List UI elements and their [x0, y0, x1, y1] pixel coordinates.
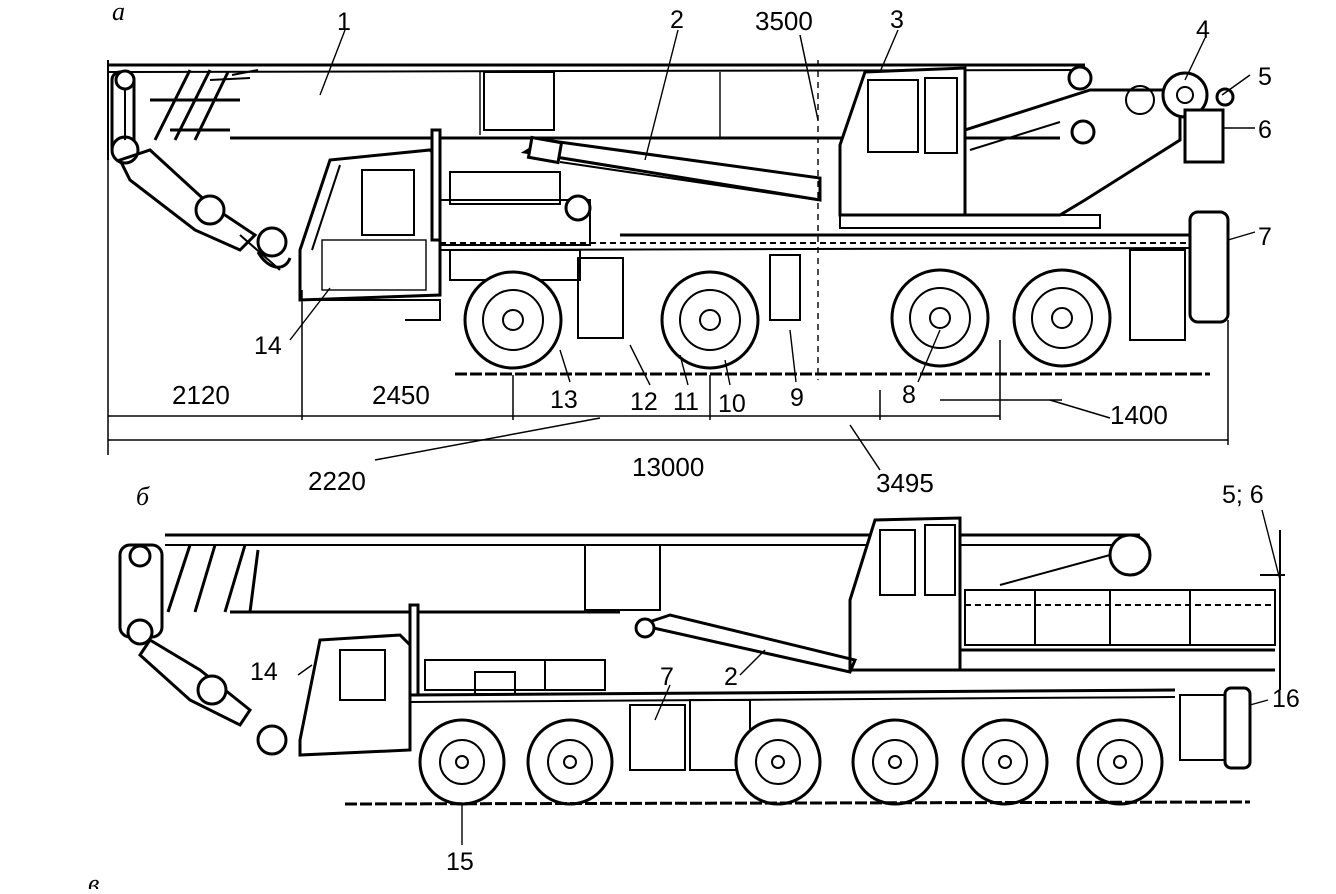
view-a-letter: а	[112, 0, 125, 26]
leaders-a	[289, 29, 1256, 386]
wheel-a4	[1012, 268, 1112, 368]
wheel-b5	[961, 718, 1049, 806]
wheel-b6	[1076, 718, 1164, 806]
wheels-b	[344, 718, 1251, 806]
wheel-b4	[851, 718, 939, 806]
callout-a-4: 4	[1196, 16, 1210, 44]
callout-a-11: 11	[673, 388, 699, 416]
wheel-a3	[890, 268, 990, 368]
wheel-a1	[463, 270, 563, 370]
dim-13000: 13000	[632, 452, 704, 482]
callout-a-14: 14	[254, 332, 282, 360]
boom-head-sheaves	[110, 69, 140, 165]
frame-b	[409, 688, 1176, 703]
callout-a-7: 7	[1258, 223, 1272, 251]
hook-block	[117, 148, 292, 271]
crane-cab	[838, 65, 1182, 229]
boom-head-b	[118, 543, 288, 756]
callout-a-13: 13	[550, 386, 578, 414]
callout-a-3: 3	[890, 6, 904, 34]
chassis-equipment	[439, 171, 1230, 341]
lifting-cylinder	[520, 135, 822, 202]
winch	[1125, 71, 1235, 164]
wheel-b1	[418, 718, 506, 806]
callout-b-14: 14	[250, 658, 278, 686]
leaders-b	[297, 509, 1281, 845]
callout-a-8: 8	[902, 381, 916, 409]
lifting-cylinder-b	[634, 613, 858, 674]
callout-b-16: 16	[1272, 685, 1300, 713]
callout-a-10: 10	[718, 390, 746, 418]
callout-a-2: 2	[670, 6, 684, 34]
carrier-cab-b	[298, 603, 420, 757]
dim-3500: 3500	[755, 6, 813, 36]
view-b: б	[118, 481, 1300, 876]
dim-3495: 3495	[876, 468, 934, 498]
crane-upper-b	[848, 516, 1276, 672]
callout-a-9: 9	[790, 384, 804, 412]
callout-b-7: 7	[660, 663, 674, 691]
dim-2450: 2450	[372, 380, 430, 410]
dimensions-a	[107, 34, 1229, 471]
frame	[300, 233, 1191, 321]
callout-a-5: 5	[1258, 63, 1272, 91]
boom-b	[165, 530, 1285, 690]
callout-b-2: 2	[724, 663, 738, 691]
dim-2120: 2120	[172, 380, 230, 410]
callout-a-1: 1	[337, 8, 351, 36]
dim-1400: 1400	[1110, 400, 1168, 430]
callout-a-12: 12	[630, 388, 658, 416]
carrier-cab	[298, 128, 442, 302]
wheels-a	[455, 268, 1210, 376]
view-a: а	[107, 0, 1272, 498]
wheel-a2	[660, 270, 760, 370]
view-b-letter: б	[136, 482, 150, 511]
wheel-b3	[734, 718, 822, 806]
view-c-letter: в	[88, 869, 99, 889]
callout-a-6: 6	[1258, 116, 1272, 144]
wheel-b2	[526, 718, 614, 806]
callout-b-5-6: 5; 6	[1222, 481, 1264, 509]
dim-2220: 2220	[308, 466, 366, 496]
callout-b-15: 15	[446, 848, 474, 876]
